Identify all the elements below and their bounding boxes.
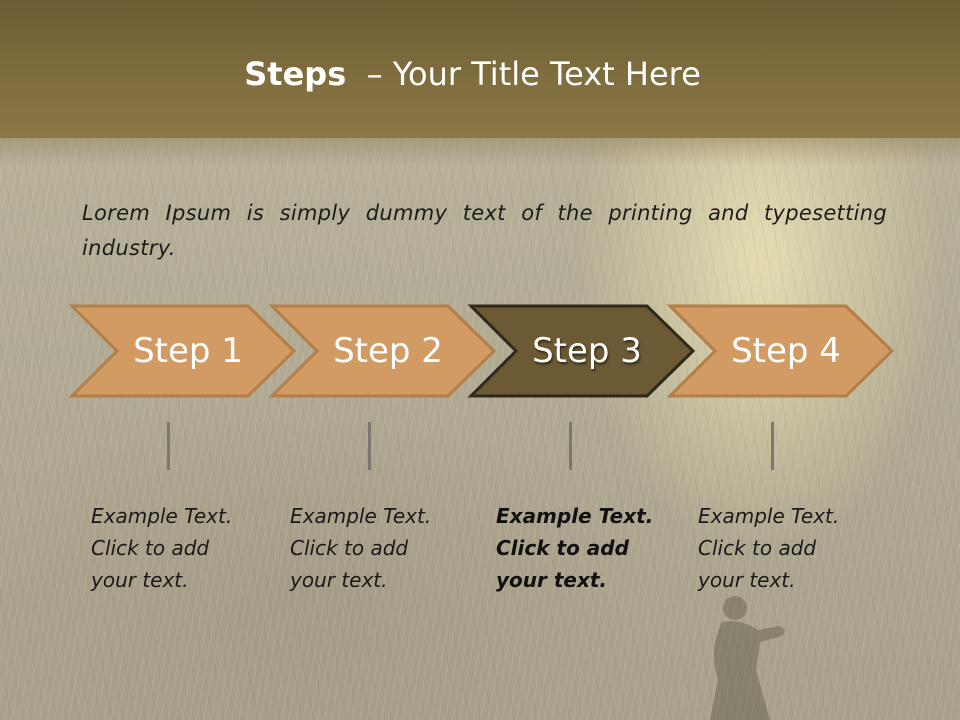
- slide-title-bold: Steps: [244, 55, 347, 93]
- step-4-line-3: your text.: [698, 568, 796, 592]
- step-2-description[interactable]: Example Text. Click to add your text.: [290, 500, 470, 596]
- step-2-connector: [368, 422, 371, 470]
- step-3-line-2: Click to add: [496, 536, 629, 560]
- slide-title[interactable]: Steps – Your Title Text Here: [0, 52, 945, 96]
- title-bar: [0, 0, 960, 138]
- title-divider: [0, 138, 960, 166]
- step-1-label: Step 1: [133, 331, 243, 371]
- step-3-line-1: Example Text.: [496, 504, 654, 528]
- step-4-description[interactable]: Example Text. Click to add your text.: [698, 500, 878, 596]
- step-1-connector: [167, 422, 170, 470]
- step-4-connector: [771, 422, 774, 470]
- step-4-line-2: Click to add: [698, 536, 817, 560]
- step-3-arrow-shape[interactable]: [467, 304, 696, 398]
- step-3-line-3: your text.: [496, 568, 608, 592]
- step-2-label: Step 2: [333, 331, 443, 371]
- step-1-description[interactable]: Example Text. Click to add your text.: [91, 500, 271, 596]
- step-1-line-2: Click to add: [91, 536, 210, 560]
- step-2-arrow-shape[interactable]: [268, 304, 497, 398]
- slide-title-rest: – Your Title Text Here: [366, 55, 701, 93]
- step-1-line-3: your text.: [91, 568, 189, 592]
- step-4-line-1: Example Text.: [698, 504, 840, 528]
- step-4-label: Step 4: [731, 331, 841, 371]
- intro-text[interactable]: Lorem Ipsum is simply dummy text of the …: [82, 201, 887, 260]
- step-2-line-1: Example Text.: [290, 504, 432, 528]
- step-1-line-1: Example Text.: [91, 504, 233, 528]
- step-2-line-2: Click to add: [290, 536, 409, 560]
- step-3-label: Step 3: [532, 331, 642, 371]
- step-4-arrow-shape[interactable]: [666, 304, 895, 398]
- step-3-connector: [569, 422, 572, 470]
- step-3-description[interactable]: Example Text. Click to add your text.: [496, 500, 676, 596]
- step-1-arrow-shape[interactable]: [68, 304, 297, 398]
- runner-silhouette: [710, 596, 785, 720]
- step-2-line-3: your text.: [290, 568, 388, 592]
